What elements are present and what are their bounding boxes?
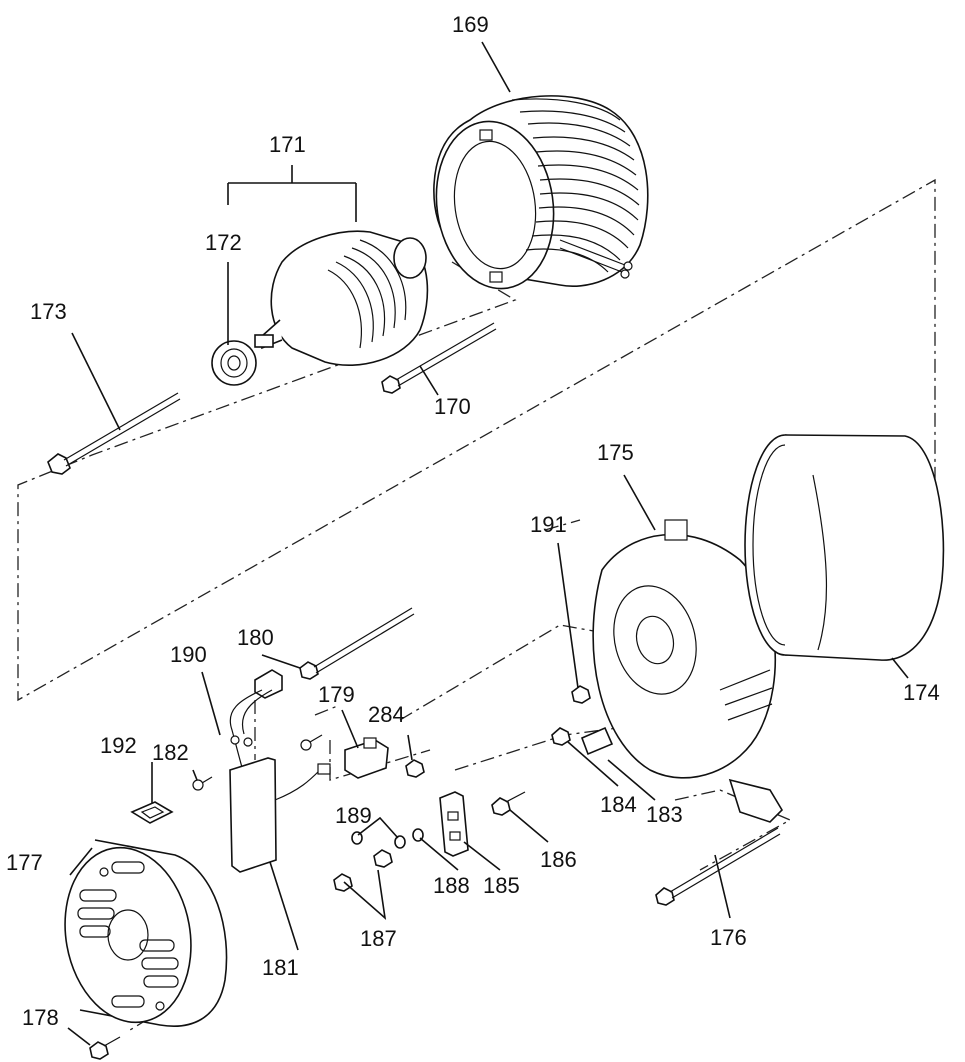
label-179: 179: [318, 682, 355, 707]
label-177: 177: [6, 850, 43, 875]
label-170: 170: [434, 394, 471, 419]
label-172: 172: [205, 230, 242, 255]
screw-186: [491, 791, 526, 816]
label-175: 175: [597, 440, 634, 465]
bearing-172: [211, 340, 257, 386]
leader-lines: [67, 41, 909, 1046]
screw-184: [551, 727, 571, 746]
label-178: 178: [22, 1005, 59, 1030]
wire-harness-190: [229, 669, 283, 861]
label-173: 173: [30, 299, 67, 324]
label-185: 185: [483, 873, 520, 898]
label-192: 192: [100, 733, 137, 758]
label-176: 176: [710, 925, 747, 950]
cover-band-174: [744, 434, 945, 661]
stator-169: [433, 95, 649, 290]
label-191: 191: [530, 512, 567, 537]
end-bracket-175: [592, 519, 784, 823]
part-labels: 169 171 172 173 170 175 191 174 180 190 …: [6, 12, 940, 1030]
label-186: 186: [540, 847, 577, 872]
label-180: 180: [237, 625, 274, 650]
stud-bolt-170: [381, 322, 497, 394]
label-174: 174: [903, 680, 940, 705]
label-189: 189: [335, 803, 372, 828]
screw-191: [571, 685, 591, 704]
terminal-plate-185: [439, 791, 469, 857]
washers-189: [351, 831, 406, 849]
screw-182: [192, 776, 213, 791]
rotor-171: [254, 230, 429, 366]
clamp-183: [580, 726, 614, 756]
stud-bolt-176: [655, 827, 781, 906]
label-190: 190: [170, 642, 207, 667]
through-bolt-173: [47, 392, 181, 475]
label-169: 169: [452, 12, 489, 37]
label-181: 181: [262, 955, 299, 980]
bolt-180: [299, 607, 415, 680]
screw-180b: [300, 734, 323, 751]
screw-178: [89, 1036, 121, 1060]
brush-holder-179: [344, 737, 389, 779]
nuts-187: [333, 849, 393, 892]
bushing-192: [130, 801, 174, 824]
rear-cover-177: [64, 839, 228, 1027]
label-182: 182: [152, 740, 189, 765]
nut-284: [405, 759, 425, 778]
label-187: 187: [360, 926, 397, 951]
label-188: 188: [433, 873, 470, 898]
label-284: 284: [368, 702, 405, 727]
label-171: 171: [269, 132, 306, 157]
label-184: 184: [600, 792, 637, 817]
label-183: 183: [646, 802, 683, 827]
regulator-181: [229, 757, 331, 873]
